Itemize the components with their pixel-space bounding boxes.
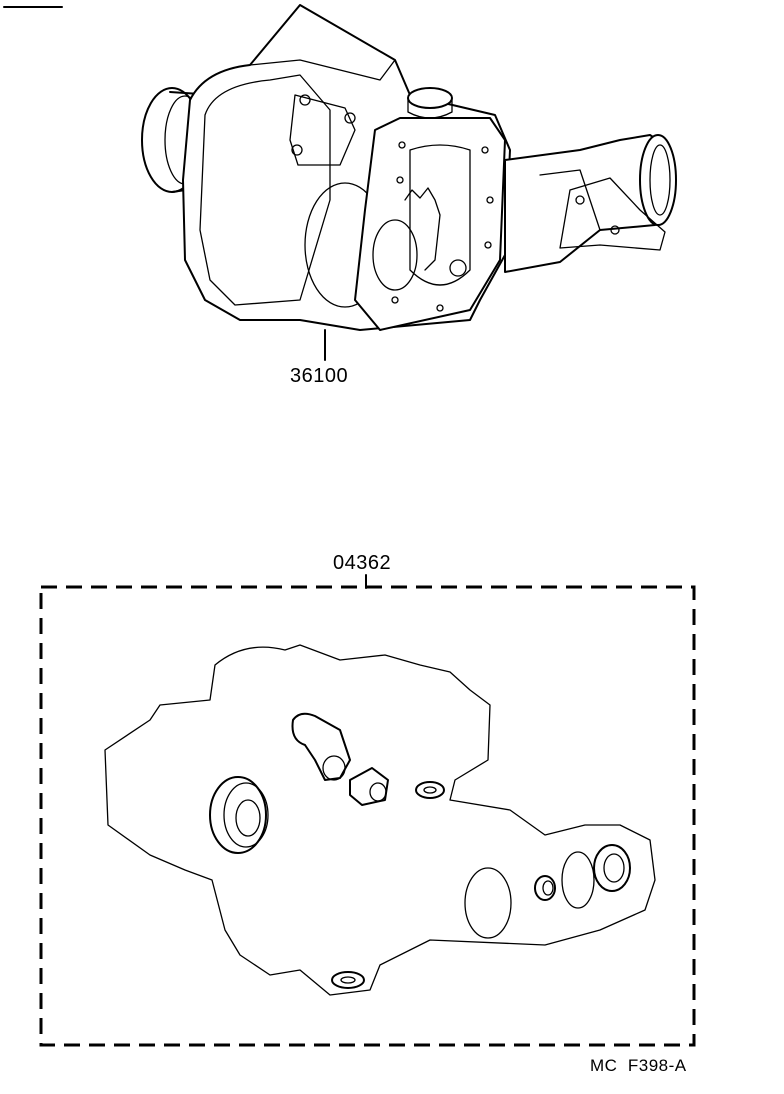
o-ring-large	[464, 867, 512, 939]
differential-housing-illustration	[141, 4, 677, 361]
oil-seal-left	[209, 776, 267, 854]
figure-code: MC F398-A	[590, 1056, 687, 1075]
bushing	[349, 767, 389, 806]
mounting-flange	[354, 117, 506, 331]
kit-boundary	[39, 585, 696, 1047]
o-ring-small	[561, 851, 595, 909]
part-number-04362: 04362	[333, 552, 392, 574]
oil-seal-right	[593, 844, 631, 892]
washer-upper	[415, 781, 445, 799]
small-seal	[534, 875, 556, 901]
breather-elbow	[291, 712, 351, 781]
part-number-36100: 36100	[290, 365, 349, 387]
gasket-kit-illustration	[104, 644, 656, 996]
washer-lower	[331, 971, 365, 989]
main-gasket	[104, 644, 656, 996]
